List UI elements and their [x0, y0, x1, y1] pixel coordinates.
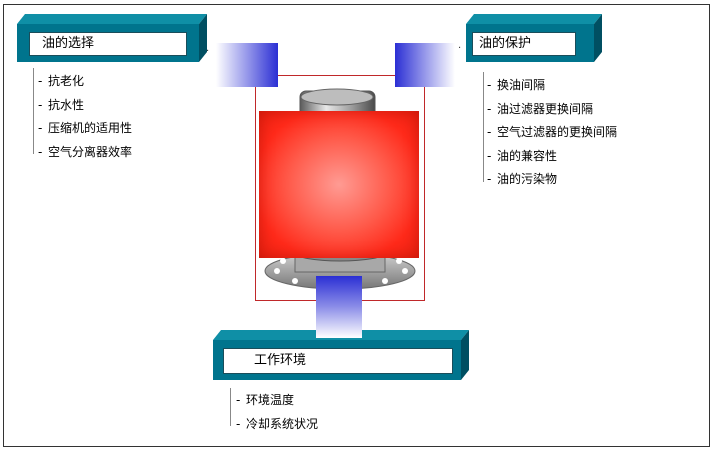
list-item-label: 油的兼容性: [497, 148, 558, 163]
list-item: -油过滤器更换间隔: [487, 98, 617, 122]
list-item: -抗水性: [38, 94, 132, 118]
list-item-label: 油过滤器更换间隔: [497, 101, 594, 116]
bullet-dash: -: [487, 148, 492, 163]
list-item: -环境温度: [236, 389, 318, 413]
list-item-label: 抗老化: [48, 74, 85, 88]
list-item-label: 压缩机的适用性: [48, 121, 133, 135]
oil-protection-box: 油的保护: [466, 14, 602, 62]
oil-selection-line: [33, 68, 34, 154]
list-item-label: 环境温度: [246, 393, 295, 407]
working-environment-list: -环境温度-冷却系统状况: [236, 389, 318, 436]
bullet-dash: -: [38, 144, 43, 159]
oil-selection-title: 油的选择: [29, 32, 187, 56]
list-item: -油的兼容性: [487, 145, 617, 169]
list-item: -抗老化: [38, 70, 132, 94]
left-connector-tick: ·: [206, 46, 210, 57]
list-item-label: 冷却系统状况: [246, 416, 319, 431]
bullet-dash: -: [38, 74, 43, 88]
bullet-dash: -: [487, 78, 492, 92]
bullet-dash: -: [38, 121, 43, 135]
bullet-dash: -: [38, 97, 43, 112]
list-item: -压缩机的适用性: [38, 117, 132, 141]
list-item: -空气过滤器的更换间隔: [487, 121, 617, 145]
list-item-label: 空气分离器效率: [48, 144, 133, 159]
connector-left: [216, 43, 278, 87]
bullet-dash: -: [487, 172, 492, 186]
list-item-label: 空气过滤器的更换间隔: [497, 125, 618, 139]
list-item: -油的污染物: [487, 168, 617, 192]
bullet-dash: -: [487, 101, 492, 116]
bullet-dash: -: [236, 393, 241, 407]
working-environment-line: [230, 388, 231, 426]
oil-protection-title: 油的保护: [472, 32, 576, 56]
oil-selection-list: -抗老化-抗水性-压缩机的适用性-空气分离器效率: [38, 70, 132, 164]
list-item: -冷却系统状况: [236, 413, 318, 437]
list-item-label: 油的污染物: [497, 172, 558, 186]
bullet-dash: -: [236, 416, 241, 431]
connector-bottom: [316, 276, 362, 338]
list-item: -空气分离器效率: [38, 141, 132, 165]
oil-protection-line: [483, 72, 484, 182]
working-environment-title: 工作环境: [223, 348, 453, 374]
oil-protection-list: -换油间隔-油过滤器更换间隔-空气过滤器的更换间隔-油的兼容性-油的污染物: [487, 74, 617, 192]
list-item: -换油间隔: [487, 74, 617, 98]
connector-right: [395, 43, 455, 87]
bullet-dash: -: [487, 125, 492, 139]
oil-selection-box: 油的选择: [17, 14, 207, 62]
list-item-label: 换油间隔: [497, 78, 546, 92]
list-item-label: 抗水性: [48, 97, 85, 112]
right-connector-tick: ·: [458, 43, 462, 54]
red-highlight-square: [259, 111, 419, 258]
